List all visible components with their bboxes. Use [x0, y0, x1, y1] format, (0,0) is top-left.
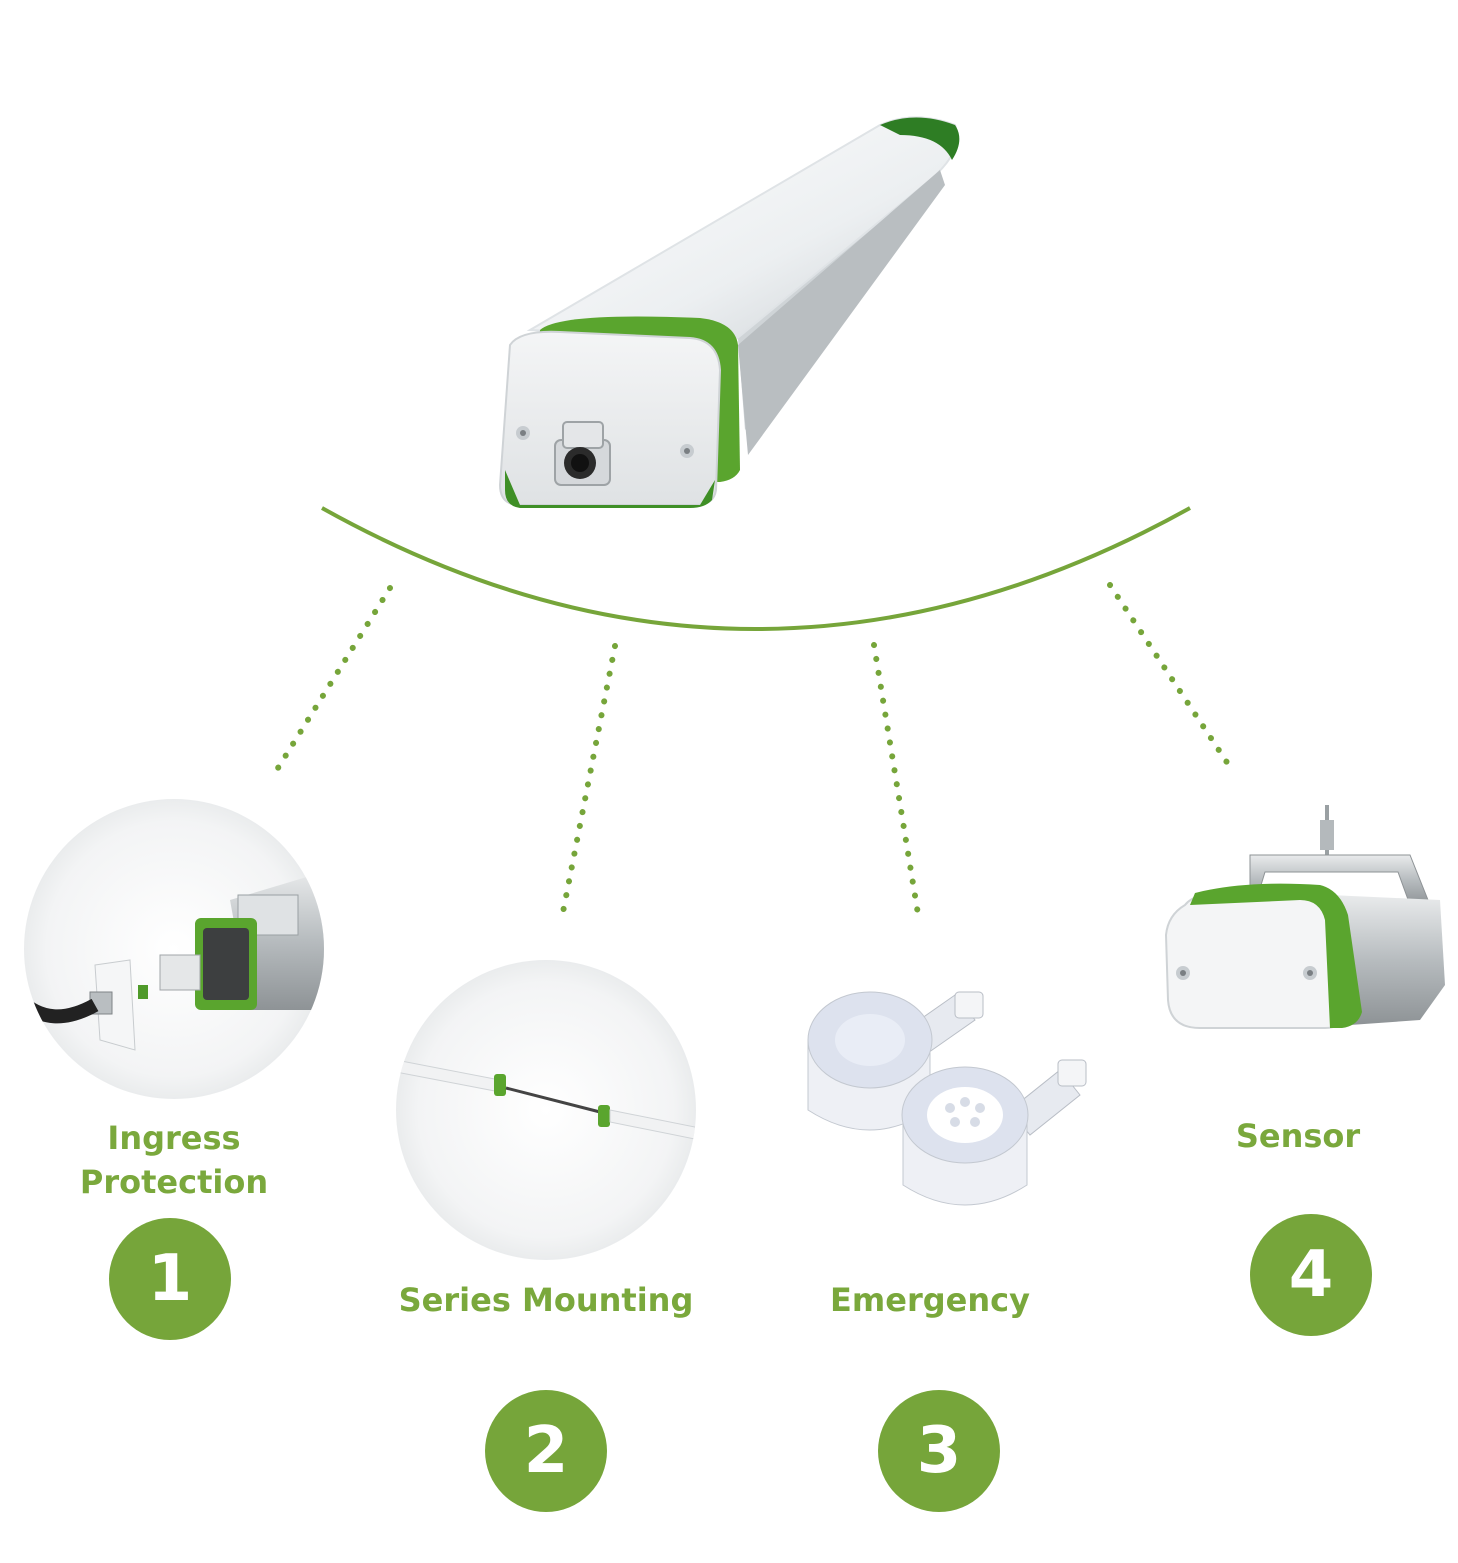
leader-line-1: [270, 585, 393, 779]
sensor-bracket-icon: [1164, 805, 1445, 1029]
feature-label-sensor: Sensor: [1235, 1117, 1361, 1155]
emergency-light-module-icon: [807, 991, 1087, 1206]
leader-line-2: [560, 643, 618, 915]
leader-line-3: [871, 642, 921, 917]
connector-arc: [321, 506, 1191, 631]
feature-label-ingress-protection: Ingress Protection: [79, 1119, 269, 1201]
leader-line-4: [1107, 582, 1235, 773]
feature-badge-3: 3: [878, 1390, 1000, 1512]
cable-gland-connector-icon: [24, 799, 324, 1099]
linked-fixtures-icon: [396, 960, 696, 1260]
dotted-leader-lines: [270, 582, 1235, 917]
feature-badge-2: 2: [485, 1390, 607, 1512]
feature-badge-4: 4: [1250, 1214, 1372, 1336]
feature-badge-1: 1: [109, 1218, 231, 1340]
feature-label-emergency: Emergency: [830, 1281, 1030, 1319]
feature-label-series-mounting: Series Mounting: [398, 1281, 694, 1319]
led-tube-light-fixture-icon: [498, 116, 960, 508]
